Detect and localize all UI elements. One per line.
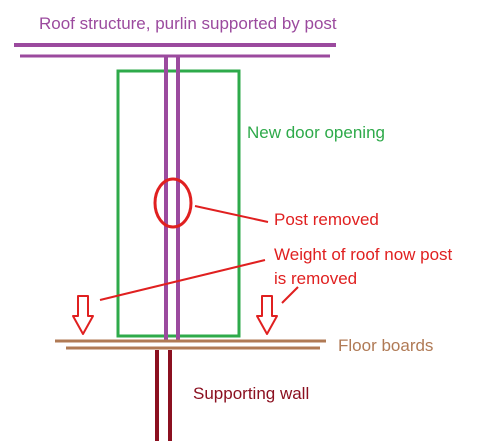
wall-label: Supporting wall <box>193 384 310 403</box>
roof-label: Roof structure, purlin supported by post <box>39 14 337 33</box>
post-removed-label: Post removed <box>274 210 379 229</box>
weight-arrow-right <box>256 295 278 335</box>
weight-label-line2: is removed <box>274 269 358 288</box>
post-removed-pointer <box>194 205 269 223</box>
weight-label-line1: Weight of roof now post <box>274 245 453 264</box>
door-label: New door opening <box>247 123 385 142</box>
post-removed-circle <box>153 177 193 229</box>
weight-pointer-right <box>281 286 299 304</box>
weight-arrow-left <box>72 295 94 335</box>
floor-label: Floor boards <box>338 336 434 355</box>
weight-pointer-left <box>99 259 266 301</box>
